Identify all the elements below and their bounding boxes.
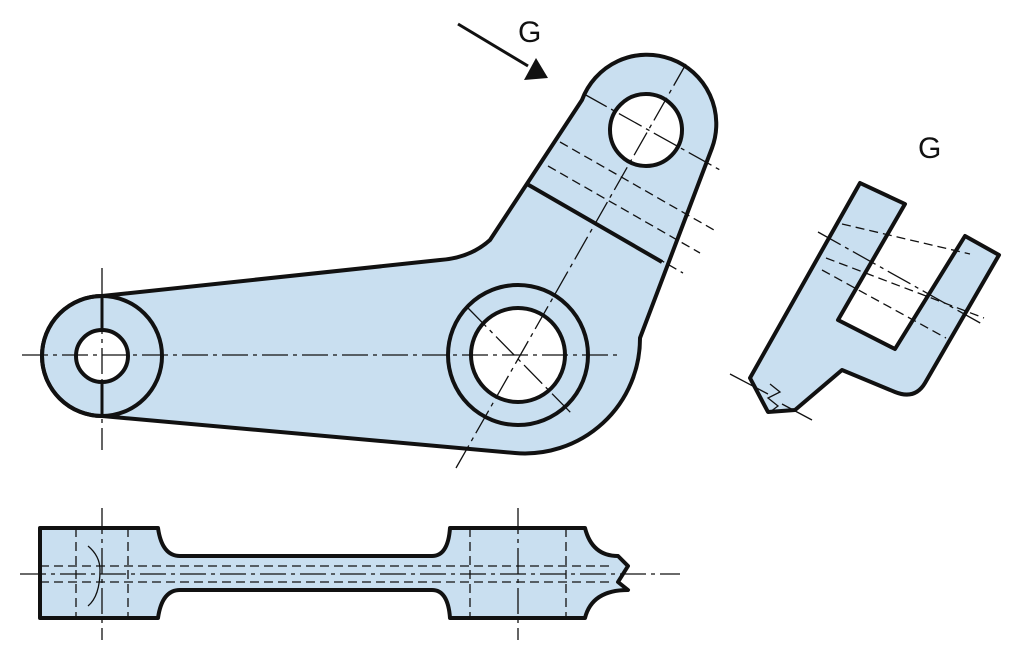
view-g: G (729, 132, 1001, 421)
left-boss-outline (40, 294, 164, 418)
fork-break-line (781, 403, 813, 421)
slot-hidden-line (534, 187, 684, 274)
front-view: G (22, 16, 721, 469)
fork-break-zigzag (766, 383, 782, 413)
view-g-label: G (918, 132, 941, 165)
inclined-axis-centerline (455, 63, 687, 469)
fork-hidden-line (821, 269, 947, 339)
view-arrow-shaft (457, 22, 529, 68)
fork-hidden-line (825, 257, 985, 319)
top-view-body (38, 526, 630, 620)
fork-break-line (729, 373, 769, 395)
view-arrow-label: G (518, 16, 541, 49)
fork-body (748, 181, 1001, 414)
top-hole (608, 92, 684, 168)
fork-centerline (817, 231, 983, 325)
slot-hidden-line (559, 141, 715, 231)
top-view-hidden-fillet (87, 545, 101, 607)
top-view (20, 508, 680, 640)
top-hole-cross-centerline (583, 93, 721, 171)
fork-hidden-line (841, 223, 971, 255)
slot-hidden-line (547, 165, 701, 254)
view-arrow-head (524, 58, 548, 80)
center-hole-cross-centerline (467, 307, 573, 415)
